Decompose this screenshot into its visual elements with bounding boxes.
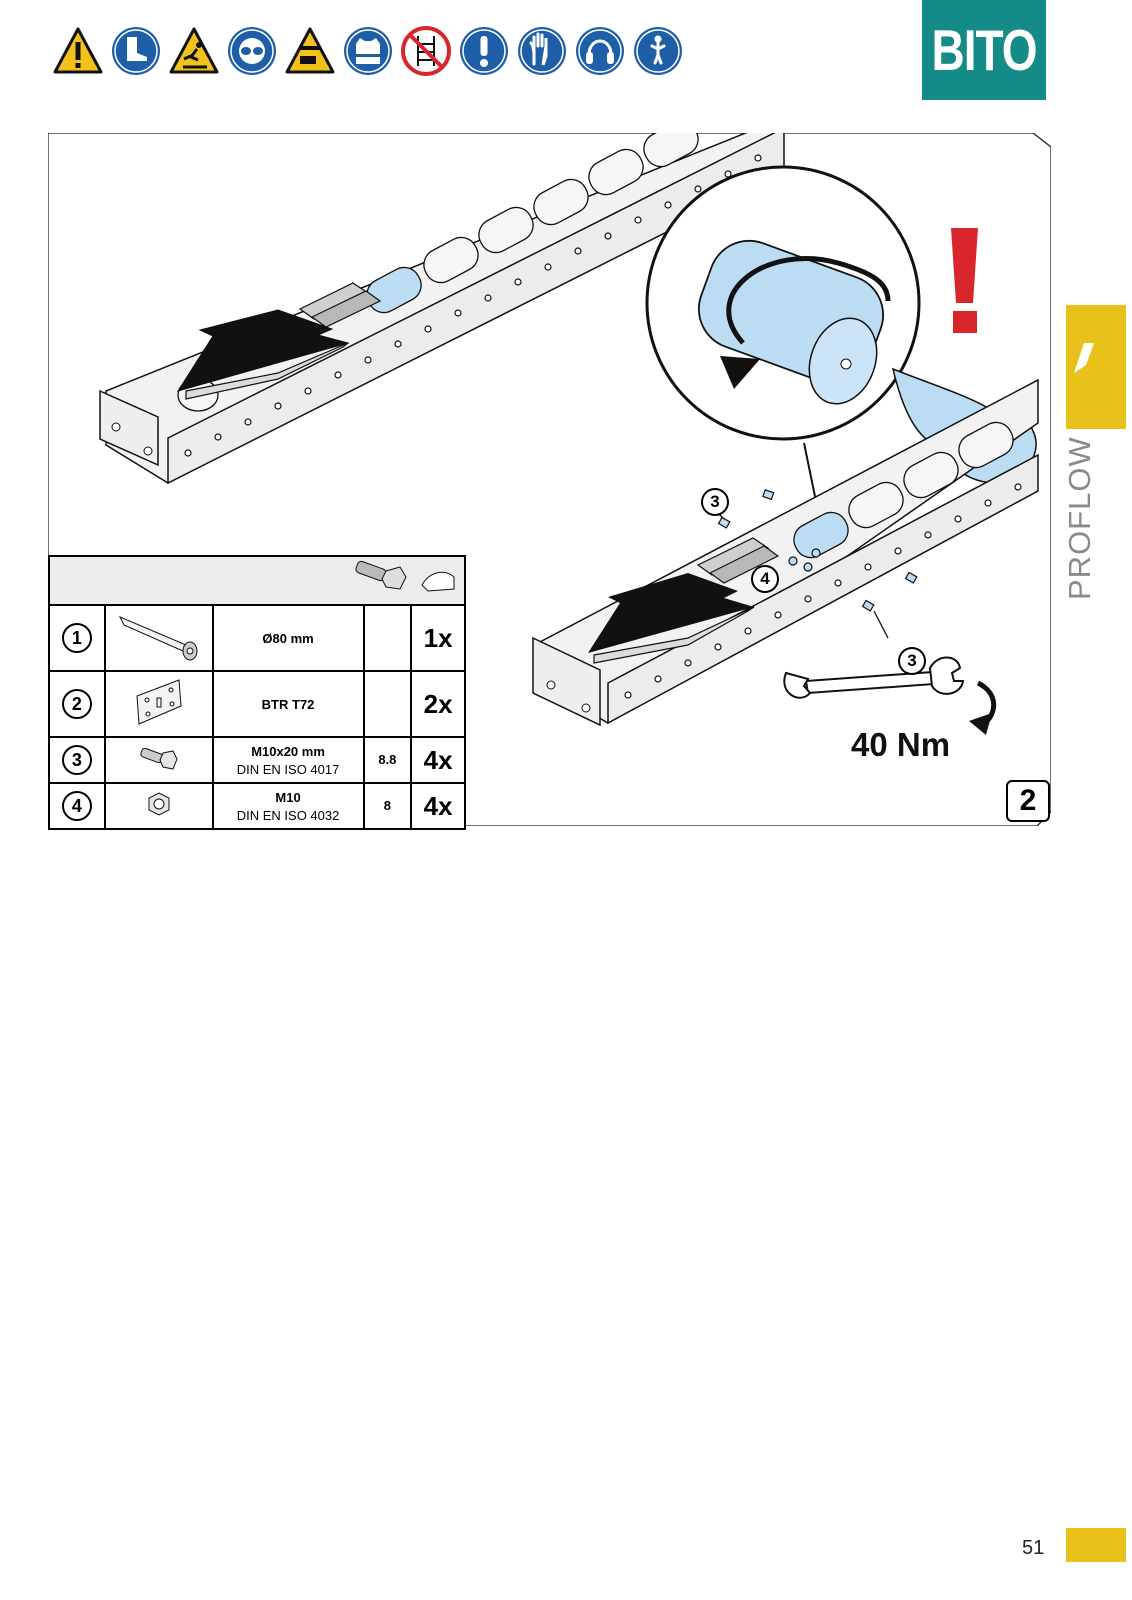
callout-nut: 4 [751, 565, 779, 593]
conveyor-track-top [99, 133, 785, 485]
harness-icon [634, 27, 682, 75]
nut-part-icon [148, 791, 170, 816]
part-grade: 8.8 [378, 752, 397, 767]
safety-boots-icon [112, 27, 160, 75]
part-description: BTR T72 [261, 696, 315, 712]
table-row: 1 Ø80 mm 1x [48, 604, 466, 672]
chapter-tab [1066, 305, 1126, 429]
logo-text: BITO [931, 17, 1037, 83]
chapter-label: PROFLOW [1062, 436, 1097, 600]
page-number: 51 [1022, 1537, 1045, 1559]
hand-crush-warning-icon [285, 27, 335, 74]
part-quantity: 1x [423, 622, 453, 653]
part-number: 3 [61, 745, 92, 775]
hi-vis-vest-icon [344, 27, 392, 75]
table-row: 4 M10 DIN EN ISO 4032 8 4x [48, 782, 466, 830]
tighten-bolt-icon [355, 560, 455, 592]
direction-arrow-top [185, 342, 349, 400]
attention-exclamation-icon [951, 228, 978, 333]
part-quantity: 4x [423, 744, 453, 775]
bolt-part-icon [139, 747, 178, 770]
no-climbing-icon [401, 26, 451, 76]
part-standard: DIN EN ISO 4017 [236, 761, 340, 777]
part-standard: DIN EN ISO 4032 [236, 807, 340, 823]
chapter-marker-icon [1074, 343, 1094, 373]
warning-icon [53, 27, 103, 74]
eye-protection-icon [228, 27, 276, 75]
part-number: 2 [61, 689, 92, 719]
direction-arrow-bottom [593, 606, 755, 664]
table-row: 3 M10x20 mm DIN EN ISO 4017 8.8 4x [48, 736, 466, 784]
callout-bolt-lower: 3 [898, 647, 926, 675]
callout-bolt-upper: 3 [701, 488, 729, 516]
rotation-arrow-icon [726, 256, 891, 345]
step-number: 2 [1006, 780, 1050, 822]
blue-roller-bottom [793, 511, 849, 559]
roller-detail-callout [645, 165, 1037, 523]
page-tab [1066, 1528, 1126, 1562]
table-row: 2 BTR T72 2x [48, 670, 466, 738]
part-number: 1 [61, 623, 92, 653]
parts-table-header [48, 555, 466, 606]
parts-table: 1 Ø80 mm 1x 2 BTR T72 2x 3 M10x20 mm DIN… [48, 555, 466, 830]
part-grade: 8 [383, 798, 391, 813]
part-number: 4 [61, 791, 92, 821]
bito-logo: BITO [922, 0, 1046, 100]
part-description: M10x20 mm [251, 743, 325, 759]
gloves-icon [518, 27, 566, 75]
part-description: Ø80 mm [262, 630, 314, 646]
ear-protection-icon [576, 27, 624, 75]
wrench-icon [783, 656, 997, 735]
part-quantity: 2x [423, 688, 453, 719]
mandatory-action-icon [460, 27, 508, 75]
roller-part-icon [118, 615, 198, 660]
torque-value: 40 Nm [851, 726, 951, 763]
slip-hazard-icon [169, 27, 219, 74]
part-description: M10 [275, 789, 301, 805]
conveyor-track-bottom [532, 378, 1039, 727]
bracket-part-icon [136, 678, 182, 725]
part-quantity: 4x [423, 790, 453, 821]
